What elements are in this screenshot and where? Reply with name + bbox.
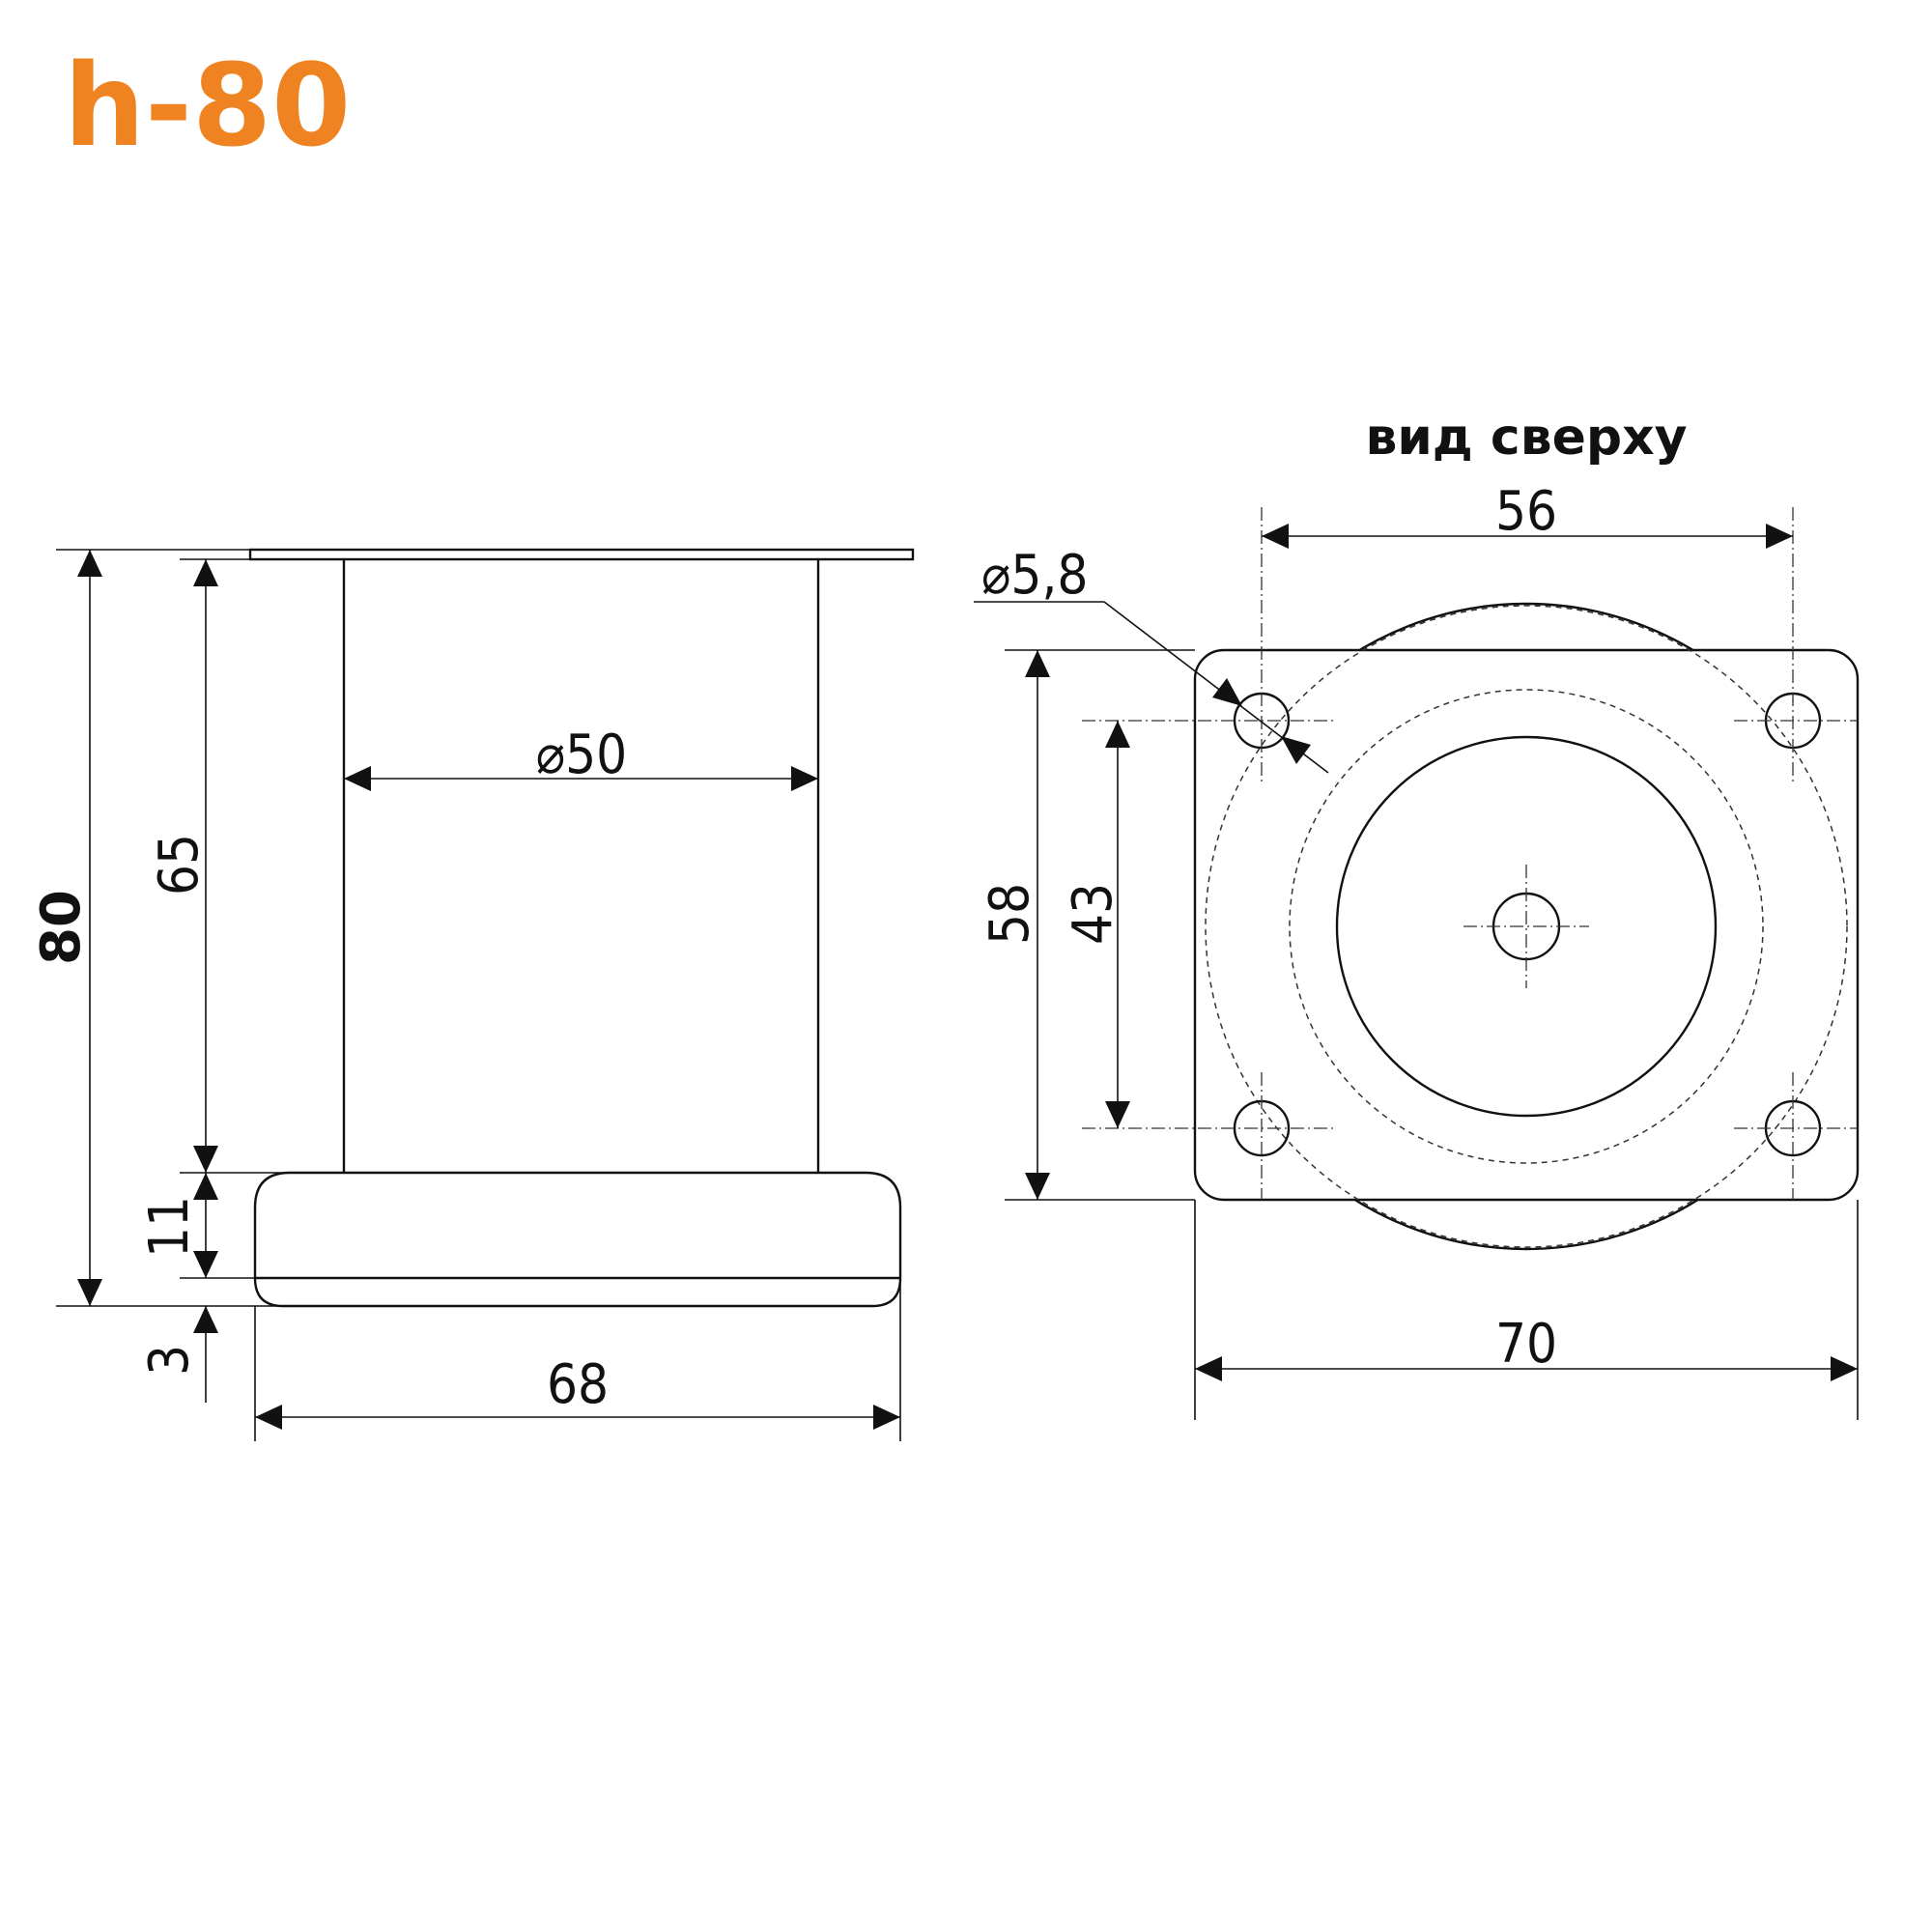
arrow-icon [255,1405,282,1430]
model-title: h-80 [64,39,351,172]
arrow-icon [193,1306,218,1333]
dim-plate-width: 70 [1495,1313,1557,1376]
arrow-icon [193,1146,218,1173]
dim-hole-diameter: ⌀5,8 [981,544,1088,607]
arrow-icon [77,1279,102,1306]
arrow-icon [1212,678,1242,706]
arrow-icon [1262,524,1289,549]
arrow-icon [1195,1356,1222,1381]
dim-total-height: 80 [30,890,93,965]
arrow-icon [1766,524,1793,549]
arrow-icon [1025,1173,1050,1200]
hidden-flange-circle [1205,605,1848,1248]
dim-hole-spacing-x: 56 [1495,480,1557,543]
top-view-caption: вид сверху [1365,409,1687,467]
arrow-icon [1025,650,1050,677]
base-foot [253,1171,902,1308]
top-view: вид сверху 56 [974,409,1860,1420]
dim-post-diameter: ⌀50 [536,724,627,786]
mounting-plate [248,548,915,561]
arrow-icon [873,1405,900,1430]
hidden-base-circle [1289,689,1764,1164]
arrow-icon [193,559,218,586]
arrow-icon [344,766,371,791]
arrow-icon [1281,736,1311,764]
dim-base-offset: 3 [138,1345,201,1376]
dim-plate-height: 58 [979,883,1041,945]
dim-base-height: 11 [138,1196,201,1258]
dim-base-width: 68 [547,1353,609,1416]
dim-post-height: 65 [148,834,211,895]
arrow-icon [1831,1356,1858,1381]
side-view: 80 65 11 3 68 ⌀50 [30,548,915,1441]
arrow-icon [791,766,818,791]
arrow-icon [1105,1101,1130,1128]
post-circle [1335,735,1718,1118]
arrow-icon [1105,721,1130,748]
arrow-icon [77,550,102,577]
arrow-icon [193,1173,218,1200]
mounting-plate-top [1193,648,1860,1202]
dim-hole-spacing-y: 43 [1062,883,1124,945]
arrow-icon [193,1251,218,1278]
